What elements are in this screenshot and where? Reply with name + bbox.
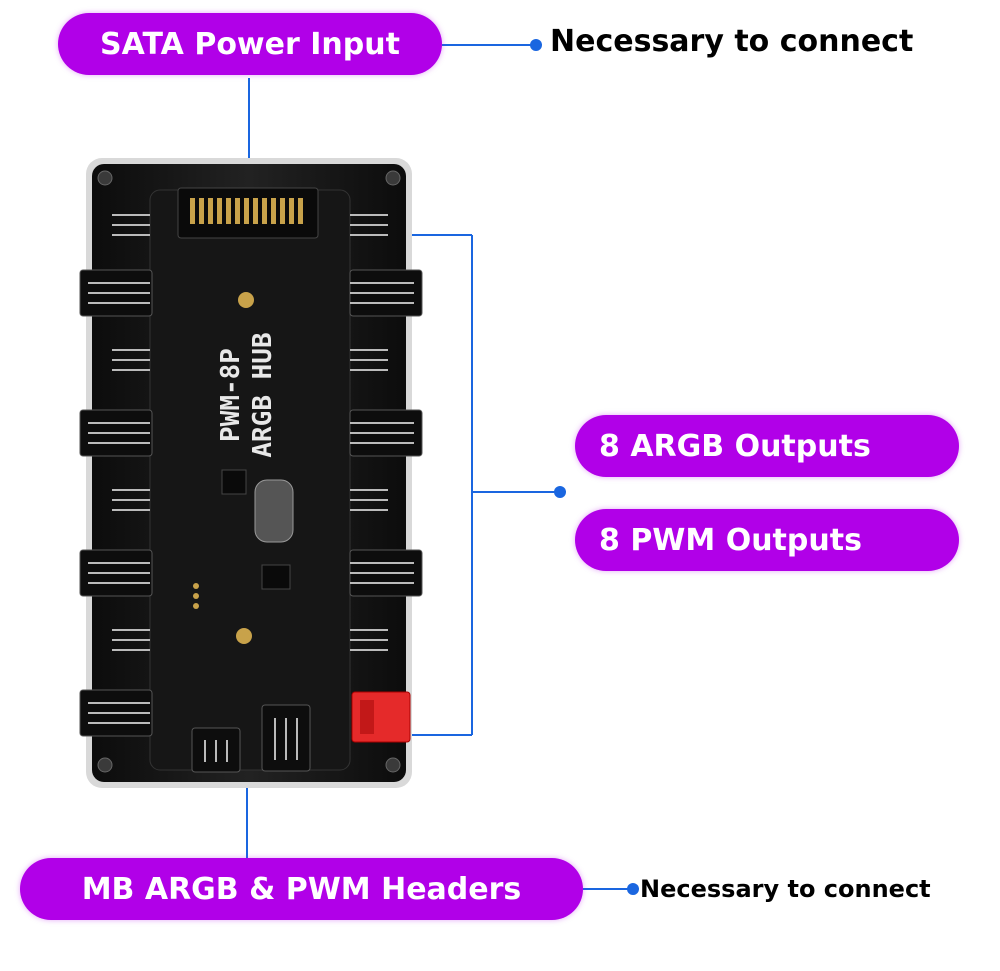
sata-power-input-label: SATA Power Input xyxy=(58,13,442,75)
argb-outputs-label: 8 ARGB Outputs xyxy=(575,415,959,477)
board-title-line2: ARGB HUB xyxy=(248,332,278,458)
mb-headers-label: MB ARGB & PWM Headers xyxy=(20,858,583,920)
top-note-dot xyxy=(530,39,542,51)
top-note: Necessary to connect xyxy=(550,24,914,59)
pwm-outputs-label: 8 PWM Outputs xyxy=(575,509,959,571)
board-title: PWM-8P ARGB HUB xyxy=(215,295,285,495)
bottom-note-dot xyxy=(627,883,639,895)
bottom-note: Necessary to connect xyxy=(640,875,931,903)
board-title-line1: PWM-8P xyxy=(216,348,246,442)
